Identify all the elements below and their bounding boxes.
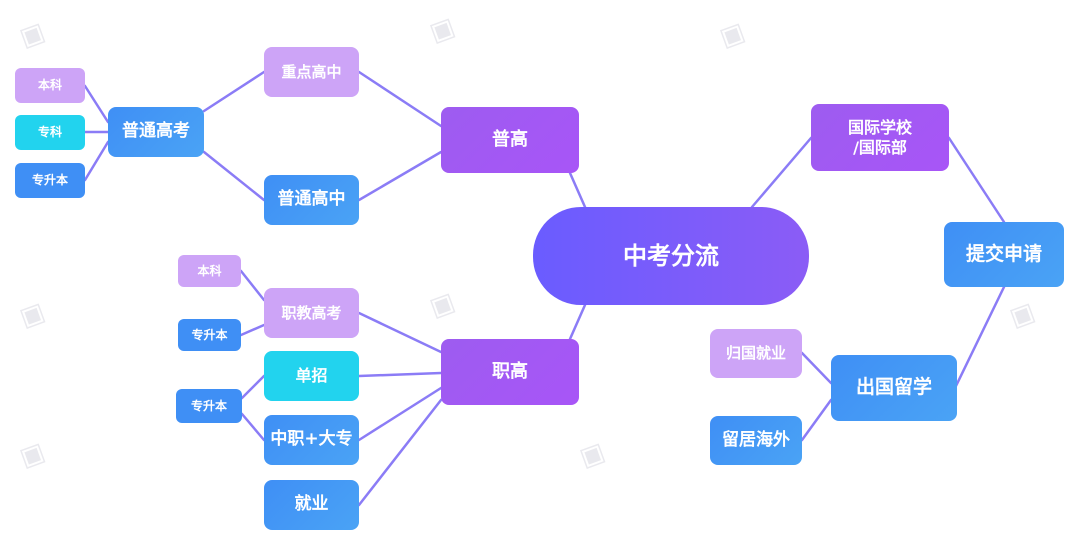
edge-guoji-apply (947, 136, 1006, 224)
jiuye-node[interactable]: 就业 (264, 480, 359, 530)
edge-center-zhigao (568, 303, 587, 341)
edge-zhigao-danzhao (357, 371, 443, 378)
edge-gaokao-benke (83, 84, 110, 124)
edge-abroad-return (800, 351, 833, 385)
danzhao-node[interactable]: 单招 (264, 351, 359, 401)
putong-node[interactable]: 普高 (441, 107, 579, 173)
zhigao-node[interactable]: 职高 (441, 339, 579, 405)
edge-zhigao-zhongzhi (357, 386, 443, 442)
edge-zhijiao-zsb (239, 323, 266, 337)
center-node[interactable]: 中考分流 (533, 207, 809, 305)
edge-zhigao-zhijiao (357, 311, 443, 354)
edge-zhigao-jiuye (357, 398, 443, 507)
submit-application-node[interactable]: 提交申请 (944, 222, 1064, 287)
edge-center-putong (568, 171, 587, 209)
zhuanke-node[interactable]: 专科 (15, 115, 85, 150)
stay-abroad-node[interactable]: 留居海外 (710, 416, 802, 465)
zhigao-zhuanshengben-node[interactable]: 专升本 (178, 319, 241, 351)
edge-center-guoji (750, 136, 813, 209)
return-work-node[interactable]: 归国就业 (710, 329, 802, 378)
putong-gaozhong-node[interactable]: 普通高中 (264, 175, 359, 225)
edge-zhongdian-gaokao (202, 70, 266, 113)
guoji-school-line2: /国际部 (853, 137, 907, 157)
study-abroad-node[interactable]: 出国留学 (831, 355, 957, 421)
zhongzhi-dazhuan-node[interactable]: 中职+大专 (264, 415, 359, 465)
edge-abroad-stay (800, 398, 833, 442)
edge-pgz-gaokao (202, 150, 266, 202)
danzhao-zhuanshengben-node[interactable]: 专升本 (176, 389, 242, 423)
edge-gaokao-zsb (83, 140, 110, 182)
edge-zhijiao-benke (239, 269, 266, 302)
edge-putong-pgz (357, 150, 443, 202)
edge-zsb2-danzhao (240, 374, 266, 400)
guoji-school-line1: 国际学校 (847, 117, 912, 137)
guoji-school-node[interactable]: 国际学校 /国际部 (811, 104, 949, 171)
edge-zsb2-zhongzhi (240, 412, 266, 442)
benke-node[interactable]: 本科 (15, 68, 85, 103)
edge-putong-zhongdian (357, 70, 443, 128)
edge-apply-abroad (953, 285, 1006, 390)
zhijiao-gaokao-node[interactable]: 职教高考 (264, 288, 359, 338)
zhigao-benke-node[interactable]: 本科 (178, 255, 241, 287)
zhongdian-gaozhong-node[interactable]: 重点高中 (264, 47, 359, 97)
putong-gaokao-node[interactable]: 普通高考 (108, 107, 204, 157)
zhuanshengben-node[interactable]: 专升本 (15, 163, 85, 198)
